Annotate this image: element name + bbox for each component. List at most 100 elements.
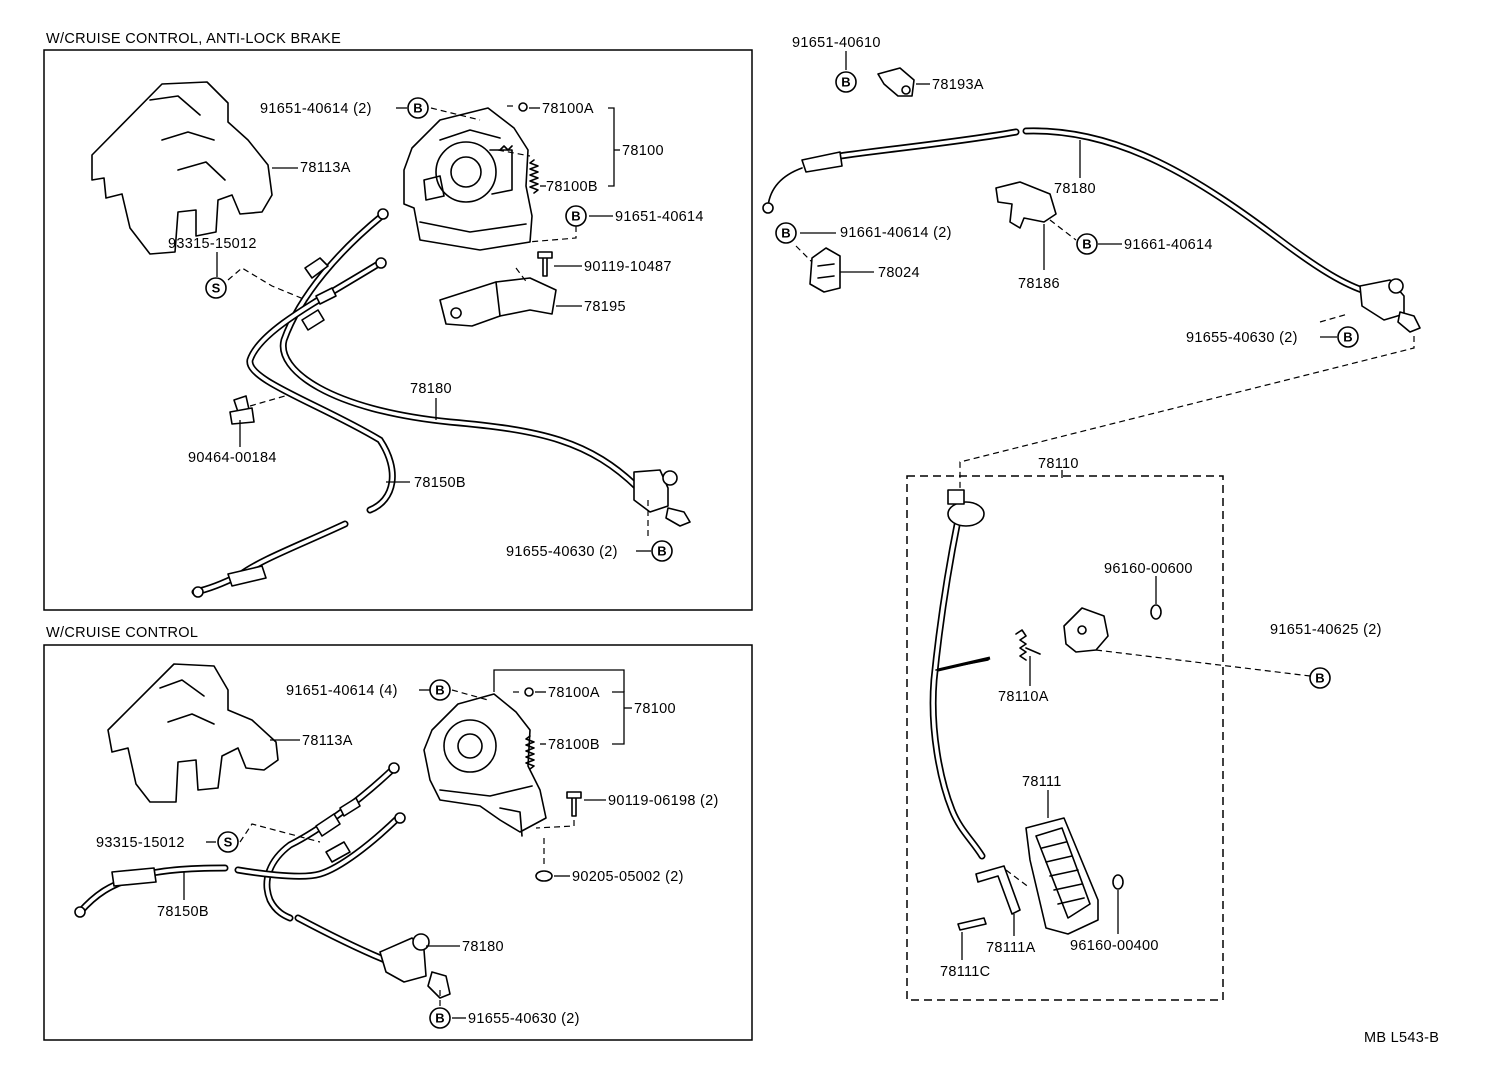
label-78150B-cruise: 78150B	[157, 904, 209, 920]
label-93315-15012-cruise: 93315-15012	[96, 835, 185, 851]
cable-78180-abs	[246, 208, 691, 527]
clamp-90464-00184-abs	[229, 395, 255, 425]
title-abs-section: W/CRUISE CONTROL, ANTI-LOCK BRAKE	[46, 31, 341, 47]
bolt-callout-right-4: B	[1337, 326, 1359, 348]
label-96160-00400: 96160-00400	[1070, 938, 1159, 954]
label-91651-40610: 91651-40610	[792, 35, 881, 51]
label-78150B-abs: 78150B	[414, 475, 466, 491]
cable-78150B-abs	[191, 520, 349, 598]
stopper-91651-40625	[1063, 607, 1109, 653]
bolt-90119-06198-cruise	[566, 791, 582, 817]
label-78113A-cruise: 78113A	[302, 733, 353, 749]
bolt-callout-abs-2: B	[565, 205, 587, 227]
label-91651-40614-2-abs: 91651-40614 (2)	[260, 101, 372, 117]
label-78100-cruise: 78100	[634, 701, 676, 717]
label-78100B-abs: 78100B	[546, 179, 598, 195]
label-90119-10487-abs: 90119-10487	[584, 259, 672, 275]
label-90464-00184-abs: 90464-00184	[188, 450, 277, 466]
label-78193A: 78193A	[932, 77, 984, 93]
cover-78113A-abs	[91, 81, 273, 255]
cruise-leader-lines	[183, 669, 632, 1019]
clip-96160-00400	[1112, 874, 1124, 890]
label-78180-cruise: 78180	[462, 939, 504, 955]
bolt-90119-10487-abs	[537, 251, 553, 277]
abs-section-frame	[43, 49, 753, 611]
svg-text:B: B	[435, 1011, 444, 1026]
label-78186: 78186	[1018, 276, 1060, 292]
label-96160-00600: 96160-00600	[1104, 561, 1193, 577]
label-78111A: 78111A	[986, 940, 1036, 956]
label-78111: 78111	[1022, 774, 1062, 790]
pedal-assembly-frame	[906, 475, 1224, 1001]
label-91655-40630-2-right: 91655-40630 (2)	[1186, 330, 1298, 346]
cruise-section-frame	[43, 644, 753, 1041]
bolt-callout-right-3: B	[1076, 233, 1098, 255]
svg-text:B: B	[413, 101, 422, 116]
bolt-callout-right-1: B	[835, 71, 857, 93]
label-91651-40625-2: 91651-40625 (2)	[1270, 622, 1382, 638]
label-78100B-cruise: 78100B	[548, 737, 600, 753]
label-78100A-cruise: 78100A	[548, 685, 600, 701]
label-91651-40614-4-cruise: 91651-40614 (4)	[286, 683, 398, 699]
svg-text:B: B	[841, 75, 850, 90]
svg-text:B: B	[781, 226, 790, 241]
label-78113A-abs: 78113A	[300, 160, 351, 176]
cover-78113A-cruise	[107, 663, 279, 803]
pedal-leader-lines	[961, 576, 1311, 960]
label-78100-abs: 78100	[622, 143, 664, 159]
spring-78110A	[1015, 629, 1041, 661]
screw-callout-cruise: S	[217, 831, 239, 853]
right-leader-lines	[795, 51, 1415, 490]
svg-text:B: B	[571, 209, 580, 224]
screw-callout-abs: S	[205, 277, 227, 299]
svg-text:S: S	[224, 835, 233, 850]
label-78195-abs: 78195	[584, 299, 626, 315]
label-91651-40614-abs: 91651-40614	[615, 209, 704, 225]
svg-text:B: B	[1315, 671, 1324, 686]
svg-text:S: S	[212, 281, 221, 296]
label-78180-abs: 78180	[410, 381, 452, 397]
bolt-callout-abs-3: B	[651, 540, 673, 562]
label-91655-40630-2-abs: 91655-40630 (2)	[506, 544, 618, 560]
bolt-callout-cruise-1: B	[429, 679, 451, 701]
bracket-78193A	[877, 67, 915, 97]
svg-text:B: B	[1343, 330, 1352, 345]
svg-text:B: B	[435, 683, 444, 698]
nut-90205-05002-cruise	[535, 870, 553, 882]
label-78111C: 78111C	[940, 964, 990, 980]
cable-78180-right	[762, 127, 1421, 333]
bolt-callout-right-5: B	[1309, 667, 1331, 689]
label-91661-40614: 91661-40614	[1124, 237, 1213, 253]
svg-text:B: B	[657, 544, 666, 559]
label-90119-06198-2-cruise: 90119-06198 (2)	[608, 793, 719, 809]
cable-78180-cruise	[234, 762, 451, 999]
label-78110: 78110	[1038, 456, 1079, 472]
actuator-78100-abs	[403, 102, 539, 251]
pedal-pad-78111	[1025, 817, 1099, 935]
label-93315-15012-abs: 93315-15012	[168, 236, 257, 252]
svg-text:B: B	[1082, 237, 1091, 252]
clip-96160-00600	[1150, 604, 1162, 620]
bolt-callout-right-2: B	[775, 222, 797, 244]
label-78100A-abs: 78100A	[542, 101, 594, 117]
pin-78111C	[957, 917, 987, 931]
label-78110A: 78110A	[998, 689, 1049, 705]
pedal-spring-78111A	[975, 865, 1021, 915]
actuator-78100-cruise	[423, 687, 547, 837]
cable-78150B-cruise	[74, 864, 229, 918]
label-91655-40630-2-cruise: 91655-40630 (2)	[468, 1011, 580, 1027]
abs-leader-lines	[216, 105, 651, 552]
label-78180-right: 78180	[1054, 181, 1096, 197]
bracket-78186	[995, 181, 1057, 229]
label-90205-05002-2-cruise: 90205-05002 (2)	[572, 869, 684, 885]
bracket-78024	[809, 247, 841, 293]
label-91661-40614-2: 91661-40614 (2)	[840, 225, 952, 241]
bolt-callout-cruise-2: B	[429, 1007, 451, 1029]
bracket-78195-abs	[439, 277, 557, 327]
bolt-callout-abs-1: B	[407, 97, 429, 119]
pedal-lever-78110	[929, 489, 991, 860]
diagram-code: MB L543-B	[1364, 1030, 1439, 1046]
label-78024: 78024	[878, 265, 920, 281]
